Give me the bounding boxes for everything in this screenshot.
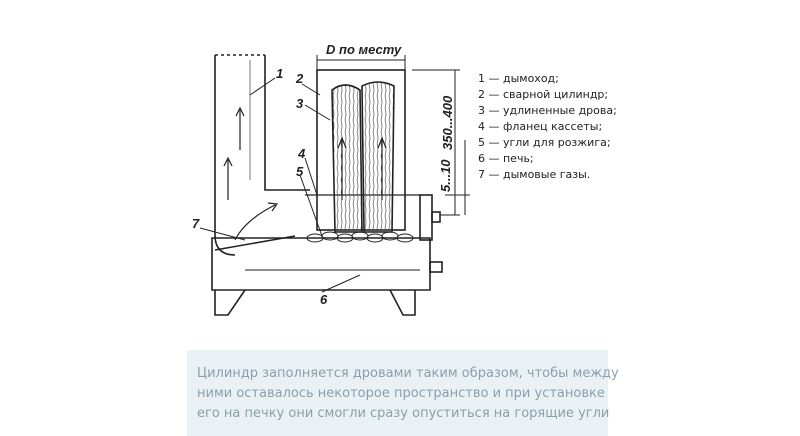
part-label-6: 6	[320, 292, 328, 307]
caption-line-3: его на печку они смогли сразу опуститься…	[197, 406, 610, 421]
legend-item-7: 7 — дымовые газы.	[478, 168, 590, 181]
part-label-4: 4	[297, 146, 306, 161]
legend-item-6: 6 — печь;	[478, 152, 534, 165]
caption-line-2: ними оставалось некоторое пространство и…	[197, 386, 605, 401]
legend-item-2: 2 — сварной цилиндр;	[478, 88, 608, 101]
dimension-gap-label: 5...10	[438, 159, 453, 192]
part-label-3: 3	[296, 96, 304, 111]
caption-line-1: Цилиндр заполняется дровами таким образо…	[197, 366, 619, 381]
leader-lines	[199, 77, 361, 293]
part-label-2: 2	[295, 71, 304, 86]
legend: 1 — дымоход; 2 — сварной цилиндр; 3 — уд…	[478, 72, 617, 181]
image-caption: Цилиндр заполняется дровами таким образо…	[187, 350, 619, 436]
part-label-1: 1	[276, 66, 283, 81]
elongated-firewood	[331, 81, 395, 233]
part-label-5: 5	[296, 164, 304, 179]
dimension-lines	[316, 55, 470, 216]
kindling-coals	[306, 231, 414, 243]
dimension-height-label: 350...400	[440, 95, 455, 150]
legend-item-5: 5 — угли для розжига;	[478, 136, 611, 149]
legend-item-4: 4 — фланец кассеты;	[478, 120, 602, 133]
legend-item-3: 3 — удлиненные дрова;	[478, 104, 617, 117]
smoke-flow-arrows	[223, 106, 387, 241]
stove-cassette-diagram: D по месту 350...400 5...10 1 2 3 4 5 6 …	[192, 42, 617, 316]
stove-body	[211, 235, 443, 316]
legend-item-1: 1 — дымоход;	[478, 72, 559, 85]
part-label-7: 7	[192, 216, 200, 231]
dimension-diameter-label: D по месту	[326, 42, 402, 57]
